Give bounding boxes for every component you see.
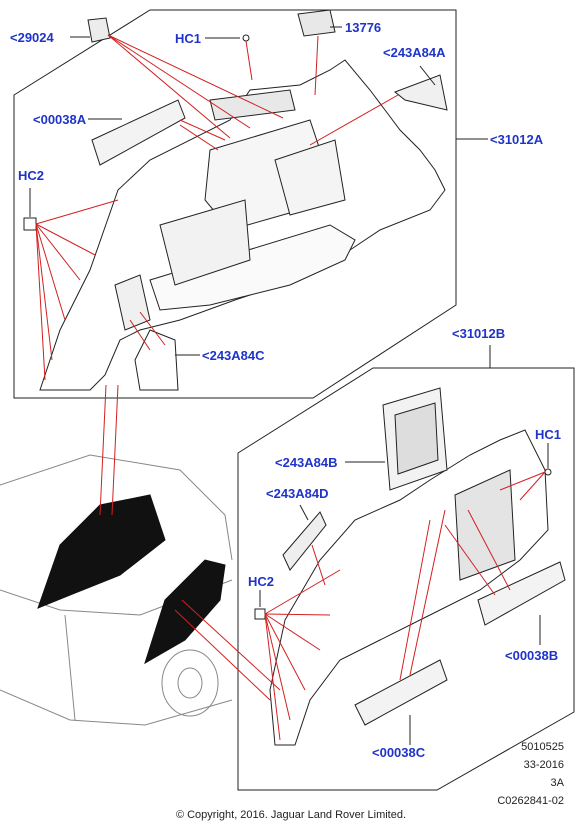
leader-hc2-bottom-5 (264, 613, 291, 721)
upper-cover-243a84c (134, 329, 179, 391)
leader-hc2-bottom-3 (264, 613, 321, 651)
leader-29024-c (107, 34, 231, 139)
reference-line-1: 5010525 (521, 741, 564, 753)
callout-line-243a84d (299, 504, 309, 521)
leader-hc2-top-5 (35, 223, 53, 361)
leader-00038b-a (444, 524, 496, 596)
leader-243a84d (311, 544, 326, 586)
vehicle-door-line (64, 614, 76, 721)
upper-trim-lower-cutout (159, 199, 251, 286)
leader-vehicle-down-b (174, 609, 271, 701)
leader-00038c-a (399, 519, 431, 681)
callout-hc2-bottom[interactable]: HC2 (248, 574, 275, 589)
lower-panel-frame (237, 367, 575, 791)
vehicle-rear-wheel-hub (177, 667, 203, 699)
reference-line-4: C0262841-02 (497, 795, 564, 807)
upper-quarter-trim-assembly (39, 59, 446, 391)
leader-hc2-bottom-4 (264, 613, 306, 691)
callout-hc1-top[interactable]: HC1 (175, 31, 202, 46)
leader-00038a-a (179, 119, 226, 141)
lower-rear-grille (454, 469, 516, 581)
callout-00038b[interactable]: <00038B (505, 648, 559, 663)
leader-00038a-b (179, 124, 219, 151)
leader-vehicle-up-a (99, 384, 107, 516)
part-00038b-panel (477, 561, 566, 626)
callout-13776[interactable]: 13776 (345, 20, 382, 35)
callout-243a84a[interactable]: <243A84A (383, 45, 446, 60)
part-hc1-fastener-bottom (544, 468, 552, 476)
part-hc2-fastener-bottom (254, 608, 266, 620)
vehicle-outline (0, 454, 233, 726)
part-00038c-panel (354, 659, 448, 726)
part-13776-bracket (297, 9, 336, 37)
copyright-notice: © Copyright, 2016. Jaguar Land Rover Lim… (175, 809, 407, 821)
part-hc2-fastener-top (23, 217, 37, 231)
vehicle-trim-left-highlight (37, 494, 166, 609)
leader-243a84a (309, 94, 399, 146)
reference-line-3: 3A (550, 777, 564, 789)
part-243a84a-vent (394, 74, 448, 111)
leader-hc1-top (245, 40, 253, 81)
leader-hc2-bottom-2 (264, 613, 331, 616)
upper-trim-storage-pocket (274, 139, 346, 216)
callout-31012a[interactable]: <31012A (490, 132, 544, 147)
vehicle-trim-right-highlight (144, 559, 226, 665)
lower-cover-243a84d (282, 511, 327, 571)
leader-00038c-b (409, 509, 446, 676)
callout-line-243a84a (419, 65, 436, 86)
leader-29024-b (107, 34, 284, 119)
lower-grille-243a84b (394, 402, 439, 475)
leader-hc2-top-6 (35, 223, 46, 381)
leader-hc1-bottom-b (519, 471, 546, 501)
callout-31012b[interactable]: <31012B (452, 326, 506, 341)
reference-code-block: 5010525 33-2016 3A C0262841-02 (497, 740, 564, 808)
vehicle-lower-line (0, 689, 233, 726)
leader-hc2-bottom-1 (264, 569, 341, 615)
callout-hc2-top[interactable]: HC2 (18, 168, 45, 183)
leader-13776 (314, 35, 319, 96)
callout-lines (29, 26, 549, 745)
vehicle-roof-line (0, 454, 233, 561)
leader-00038b-b (467, 509, 511, 591)
callout-29024[interactable]: <29024 (10, 30, 54, 45)
leader-hc1-bottom (499, 471, 546, 491)
leader-hc2-top-3 (35, 223, 81, 281)
leader-243a84c-b (129, 319, 151, 351)
leader-lines (35, 34, 546, 741)
leader-hc2-bottom-6 (264, 613, 281, 741)
upper-trim-vent-grille (209, 89, 296, 121)
leader-hc2-top-1 (35, 199, 119, 225)
callout-00038c[interactable]: <00038C (372, 745, 426, 760)
callout-243a84c[interactable]: <243A84C (202, 348, 265, 363)
vehicle-highlighted-trims (37, 494, 226, 665)
lower-quarter-trim-assembly (254, 387, 566, 746)
leader-243a84c-a (139, 311, 166, 346)
leader-29024-a (107, 34, 251, 129)
leader-hc2-top-4 (35, 223, 66, 321)
leader-hc2-top-2 (35, 223, 96, 256)
leader-vehicle-up-b (111, 384, 119, 516)
part-29024-clip (87, 17, 111, 43)
part-00038a-panel (91, 99, 186, 166)
callout-hc1-bottom[interactable]: HC1 (535, 427, 562, 442)
vehicle-rear-wheel (161, 649, 219, 717)
callout-243a84d[interactable]: <243A84D (266, 486, 329, 501)
upper-panel-frame (13, 9, 457, 399)
leader-vehicle-down-a (181, 599, 281, 691)
part-hc1-fastener-top (242, 34, 250, 42)
reference-line-2: 33-2016 (523, 759, 564, 771)
callout-00038a[interactable]: <00038A (33, 112, 87, 127)
upper-bracket-2 (114, 274, 151, 331)
upper-trim-floor-section (149, 224, 356, 311)
callout-243a84b[interactable]: <243A84B (275, 455, 338, 470)
